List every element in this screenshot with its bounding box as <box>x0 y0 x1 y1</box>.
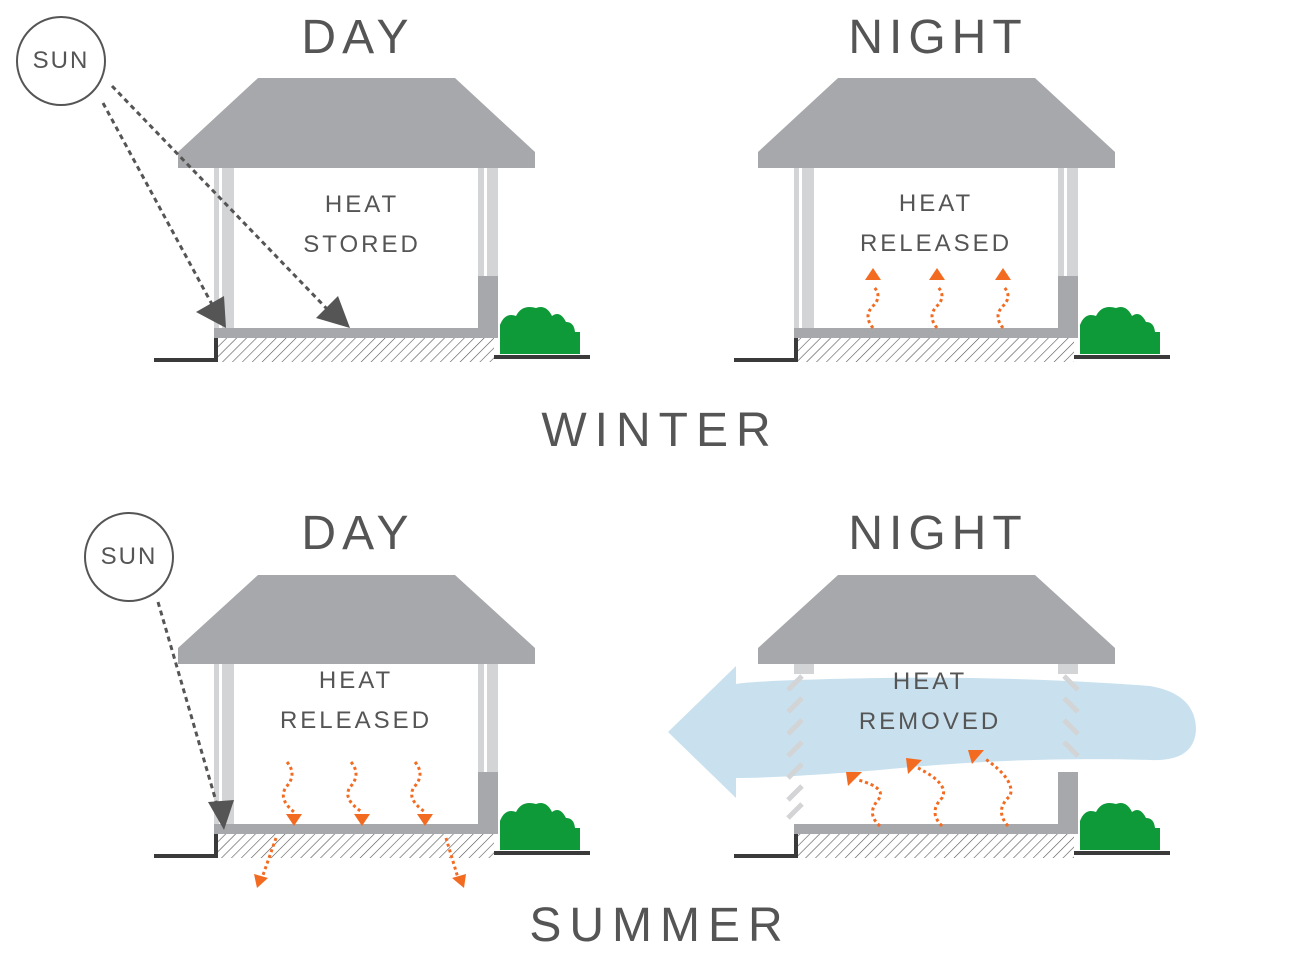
heat-arrowheads <box>846 750 984 786</box>
label-winter-day-line1: HEAT <box>324 191 400 218</box>
label-winter-night-line1: HEAT <box>898 190 974 217</box>
house-winter-night <box>734 78 1170 362</box>
ground-line-left <box>734 834 798 858</box>
right-wall-solid <box>1058 276 1078 336</box>
heat-arrows-down <box>260 761 460 879</box>
right-wall <box>478 664 498 772</box>
right-wall-solid <box>478 772 498 832</box>
right-wall-solid <box>478 276 498 336</box>
ground-hatch <box>218 834 494 858</box>
open-window-slats-left <box>786 674 804 820</box>
house-winter-day <box>16 16 590 362</box>
label-winter-day-line2: STORED <box>303 231 421 258</box>
heat-arrowheads <box>254 814 466 888</box>
ground-line-left <box>154 834 218 858</box>
label-summer-day-line2: RELEASED <box>279 707 433 734</box>
season-winter: WINTER <box>541 404 779 457</box>
heading-winter-night: NIGHT <box>848 11 1028 64</box>
heat-arrowheads <box>865 268 1011 280</box>
heading-summer-night: NIGHT <box>848 507 1028 560</box>
right-wall <box>478 168 498 276</box>
sun-ray-arrowhead <box>208 800 234 830</box>
sun-circle <box>16 16 106 106</box>
bush <box>500 803 580 850</box>
ground-hatch <box>218 338 494 362</box>
label-summer-day-line1: HEAT <box>318 667 394 694</box>
right-wall-solid <box>1058 772 1078 832</box>
house-summer-night <box>668 575 1196 858</box>
ground-line-left <box>734 338 798 362</box>
roof <box>178 78 535 168</box>
heading-summer-day: DAY <box>301 507 415 560</box>
heading-winter-day: DAY <box>301 11 415 64</box>
heat-arrows-up <box>866 284 1010 329</box>
bush <box>500 307 580 354</box>
roof <box>178 575 535 664</box>
open-window-slats-right <box>1062 674 1080 758</box>
sun-circle <box>84 512 174 602</box>
sun-label-winter: SUN <box>32 47 90 74</box>
right-wall <box>1058 664 1078 674</box>
sun-ray-2 <box>110 84 330 312</box>
sun-label-summer: SUN <box>100 543 158 570</box>
label-winter-night-line2: RELEASED <box>859 230 1013 257</box>
bush <box>1080 307 1160 354</box>
sun-ray-1-arrowhead <box>196 296 226 328</box>
bush <box>1080 803 1160 850</box>
floor-slab <box>794 328 1078 338</box>
ground-line-left <box>154 338 218 362</box>
floor-slab <box>214 824 498 834</box>
left-wall <box>794 168 814 330</box>
floor-slab <box>794 824 1078 834</box>
roof <box>758 575 1115 664</box>
floor-slab <box>214 328 498 338</box>
sun-ray-2-arrowhead <box>316 296 350 328</box>
label-summer-night-line1: HEAT <box>892 668 968 695</box>
sun-ray-1 <box>101 102 216 309</box>
ground-hatch <box>798 834 1074 858</box>
left-wall <box>794 664 814 674</box>
roof <box>758 78 1115 168</box>
heat-arrows-rising <box>857 756 1013 828</box>
label-summer-night-line2: REMOVED <box>858 708 1002 735</box>
season-summer: SUMMER <box>529 899 791 952</box>
ground-hatch <box>798 338 1074 362</box>
right-wall <box>1058 168 1078 276</box>
house-summer-day <box>84 512 590 888</box>
